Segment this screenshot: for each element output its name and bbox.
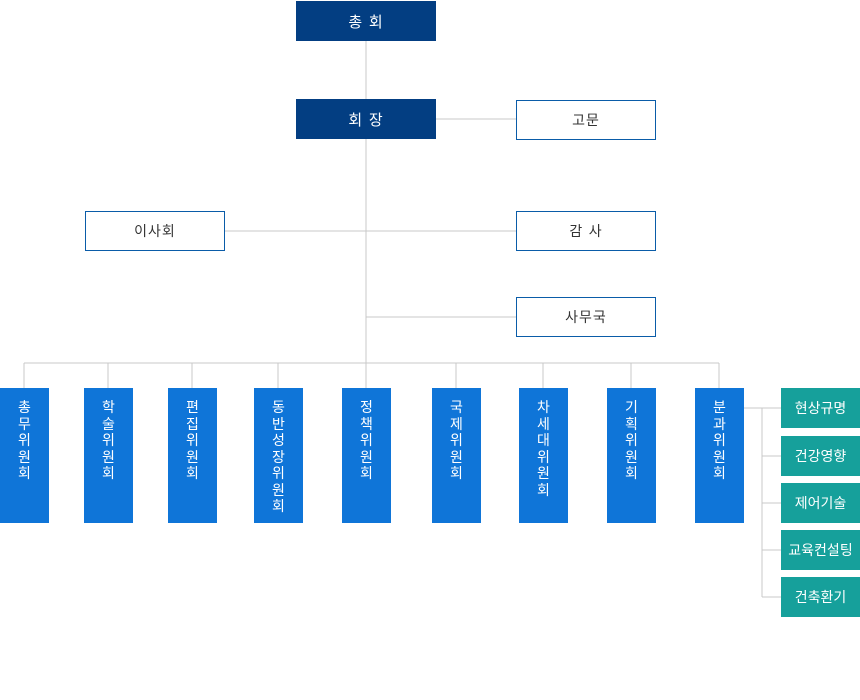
secretariat-label: 사무국 — [565, 310, 607, 326]
board-box: 이사회 — [85, 211, 225, 251]
advisor-label: 고문 — [572, 113, 600, 129]
subcommittee-box: 교육컨설팅 — [781, 530, 860, 570]
subcommittee-label: 교육컨설팅 — [788, 543, 853, 559]
secretariat-box: 사무국 — [516, 297, 656, 337]
general-assembly-label: 총 회 — [348, 12, 384, 31]
general-assembly-box: 총 회 — [296, 1, 436, 41]
subcommittee-box: 건강영향 — [781, 436, 860, 476]
auditor-box: 감 사 — [516, 211, 656, 251]
president-box: 회 장 — [296, 99, 436, 139]
auditor-label: 감 사 — [569, 224, 603, 240]
subcommittee-label: 제어기술 — [794, 496, 847, 512]
subcommittee-label: 현상규명 — [794, 401, 847, 417]
subcommittee-label: 건강영향 — [794, 449, 847, 465]
subcommittee-label: 건축환기 — [794, 590, 847, 606]
subcommittee-box: 제어기술 — [781, 483, 860, 523]
president-label: 회 장 — [348, 110, 384, 129]
board-label: 이사회 — [134, 224, 176, 240]
subcommittee-box: 건축환기 — [781, 577, 860, 617]
advisor-box: 고문 — [516, 100, 656, 140]
subcommittee-box: 현상규명 — [781, 388, 860, 428]
